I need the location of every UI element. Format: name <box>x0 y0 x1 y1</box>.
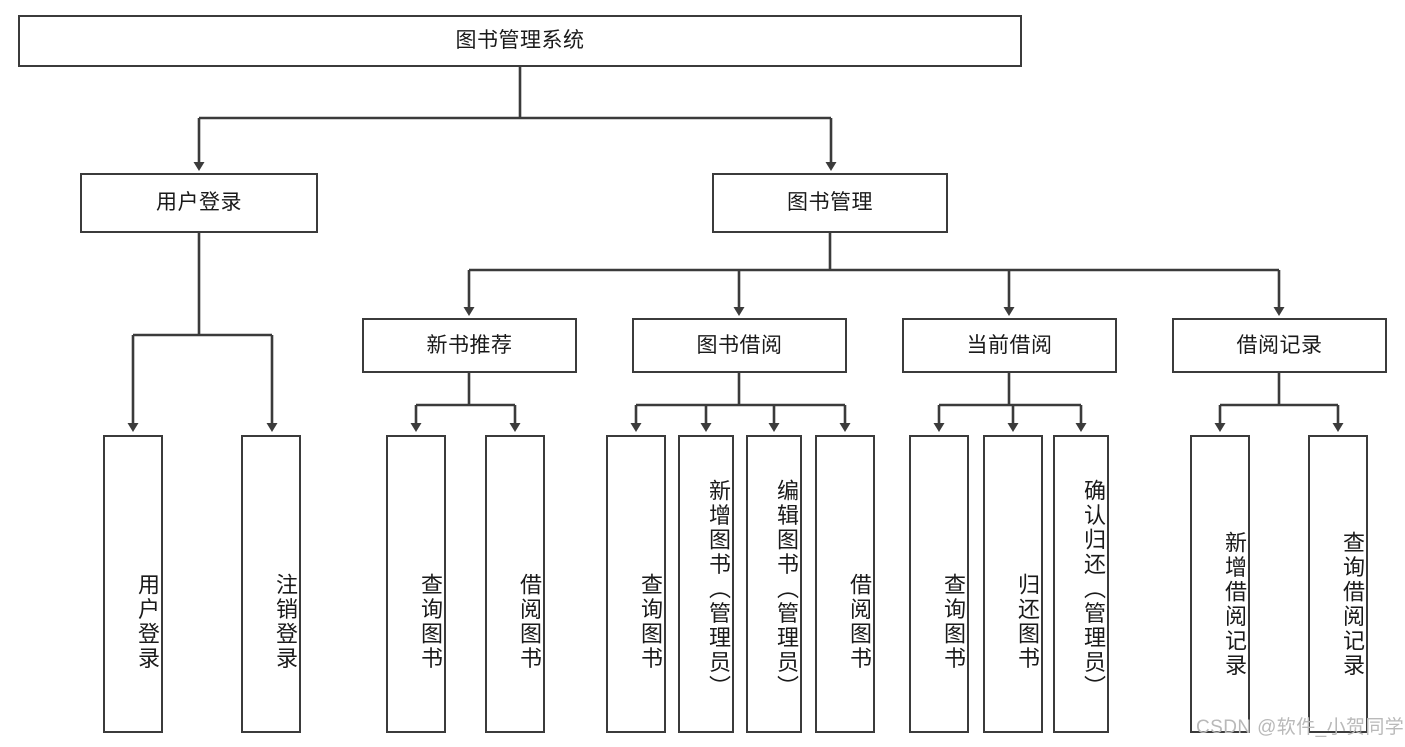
node-leaf-edit-book[interactable]: 编辑图书（管理员） <box>746 435 802 733</box>
node-leaf-add-book-label: 新增图书（管理员） <box>706 478 731 700</box>
node-user-login-label: 用户登录 <box>156 191 242 215</box>
node-leaf-user-login[interactable]: 用户登录 <box>103 435 163 733</box>
node-leaf-query-book-rec[interactable]: 查询图书 <box>386 435 446 733</box>
node-leaf-return-book[interactable]: 归还图书 <box>983 435 1043 733</box>
node-leaf-query-record[interactable]: 查询借阅记录 <box>1308 435 1368 733</box>
node-leaf-logout-label: 注销登录 <box>273 573 298 671</box>
node-leaf-query-book-cur[interactable]: 查询图书 <box>909 435 969 733</box>
node-new-book-rec[interactable]: 新书推荐 <box>362 318 577 373</box>
node-leaf-query-record-label: 查询借阅记录 <box>1340 530 1365 678</box>
node-borrow-record[interactable]: 借阅记录 <box>1172 318 1387 373</box>
node-root[interactable]: 图书管理系统 <box>18 15 1022 67</box>
node-leaf-edit-book-label: 编辑图书（管理员） <box>774 478 799 700</box>
node-leaf-add-record[interactable]: 新增借阅记录 <box>1190 435 1250 733</box>
node-new-book-rec-label: 新书推荐 <box>426 333 513 357</box>
node-leaf-user-login-label: 用户登录 <box>135 573 160 671</box>
node-root-label: 图书管理系统 <box>455 29 585 53</box>
node-leaf-query-book[interactable]: 查询图书 <box>606 435 666 733</box>
node-leaf-query-book-cur-label: 查询图书 <box>941 573 966 671</box>
node-leaf-borrow-book-rec[interactable]: 借阅图书 <box>485 435 545 733</box>
node-leaf-confirm-return-label: 确认归还（管理员） <box>1081 478 1106 700</box>
node-leaf-query-book-rec-label: 查询图书 <box>418 573 443 671</box>
node-current-borrow[interactable]: 当前借阅 <box>902 318 1117 373</box>
node-leaf-borrow-book[interactable]: 借阅图书 <box>815 435 875 733</box>
node-leaf-borrow-book-label: 借阅图书 <box>847 573 872 671</box>
node-leaf-add-book[interactable]: 新增图书（管理员） <box>678 435 734 733</box>
node-borrow-record-label: 借阅记录 <box>1236 333 1323 357</box>
node-book-borrow[interactable]: 图书借阅 <box>632 318 847 373</box>
node-leaf-borrow-book-rec-label: 借阅图书 <box>517 573 542 671</box>
node-leaf-query-book-label: 查询图书 <box>638 573 663 671</box>
node-leaf-confirm-return[interactable]: 确认归还（管理员） <box>1053 435 1109 733</box>
csdn-watermark: CSDN @软件_小贺同学 <box>1196 717 1405 738</box>
node-user-login[interactable]: 用户登录 <box>80 173 318 233</box>
node-leaf-logout[interactable]: 注销登录 <box>241 435 301 733</box>
node-book-manage[interactable]: 图书管理 <box>712 173 948 233</box>
node-book-manage-label: 图书管理 <box>787 191 873 215</box>
node-leaf-return-book-label: 归还图书 <box>1015 573 1040 671</box>
node-leaf-add-record-label: 新增借阅记录 <box>1222 530 1247 678</box>
node-book-borrow-label: 图书借阅 <box>696 333 783 357</box>
node-current-borrow-label: 当前借阅 <box>966 333 1053 357</box>
